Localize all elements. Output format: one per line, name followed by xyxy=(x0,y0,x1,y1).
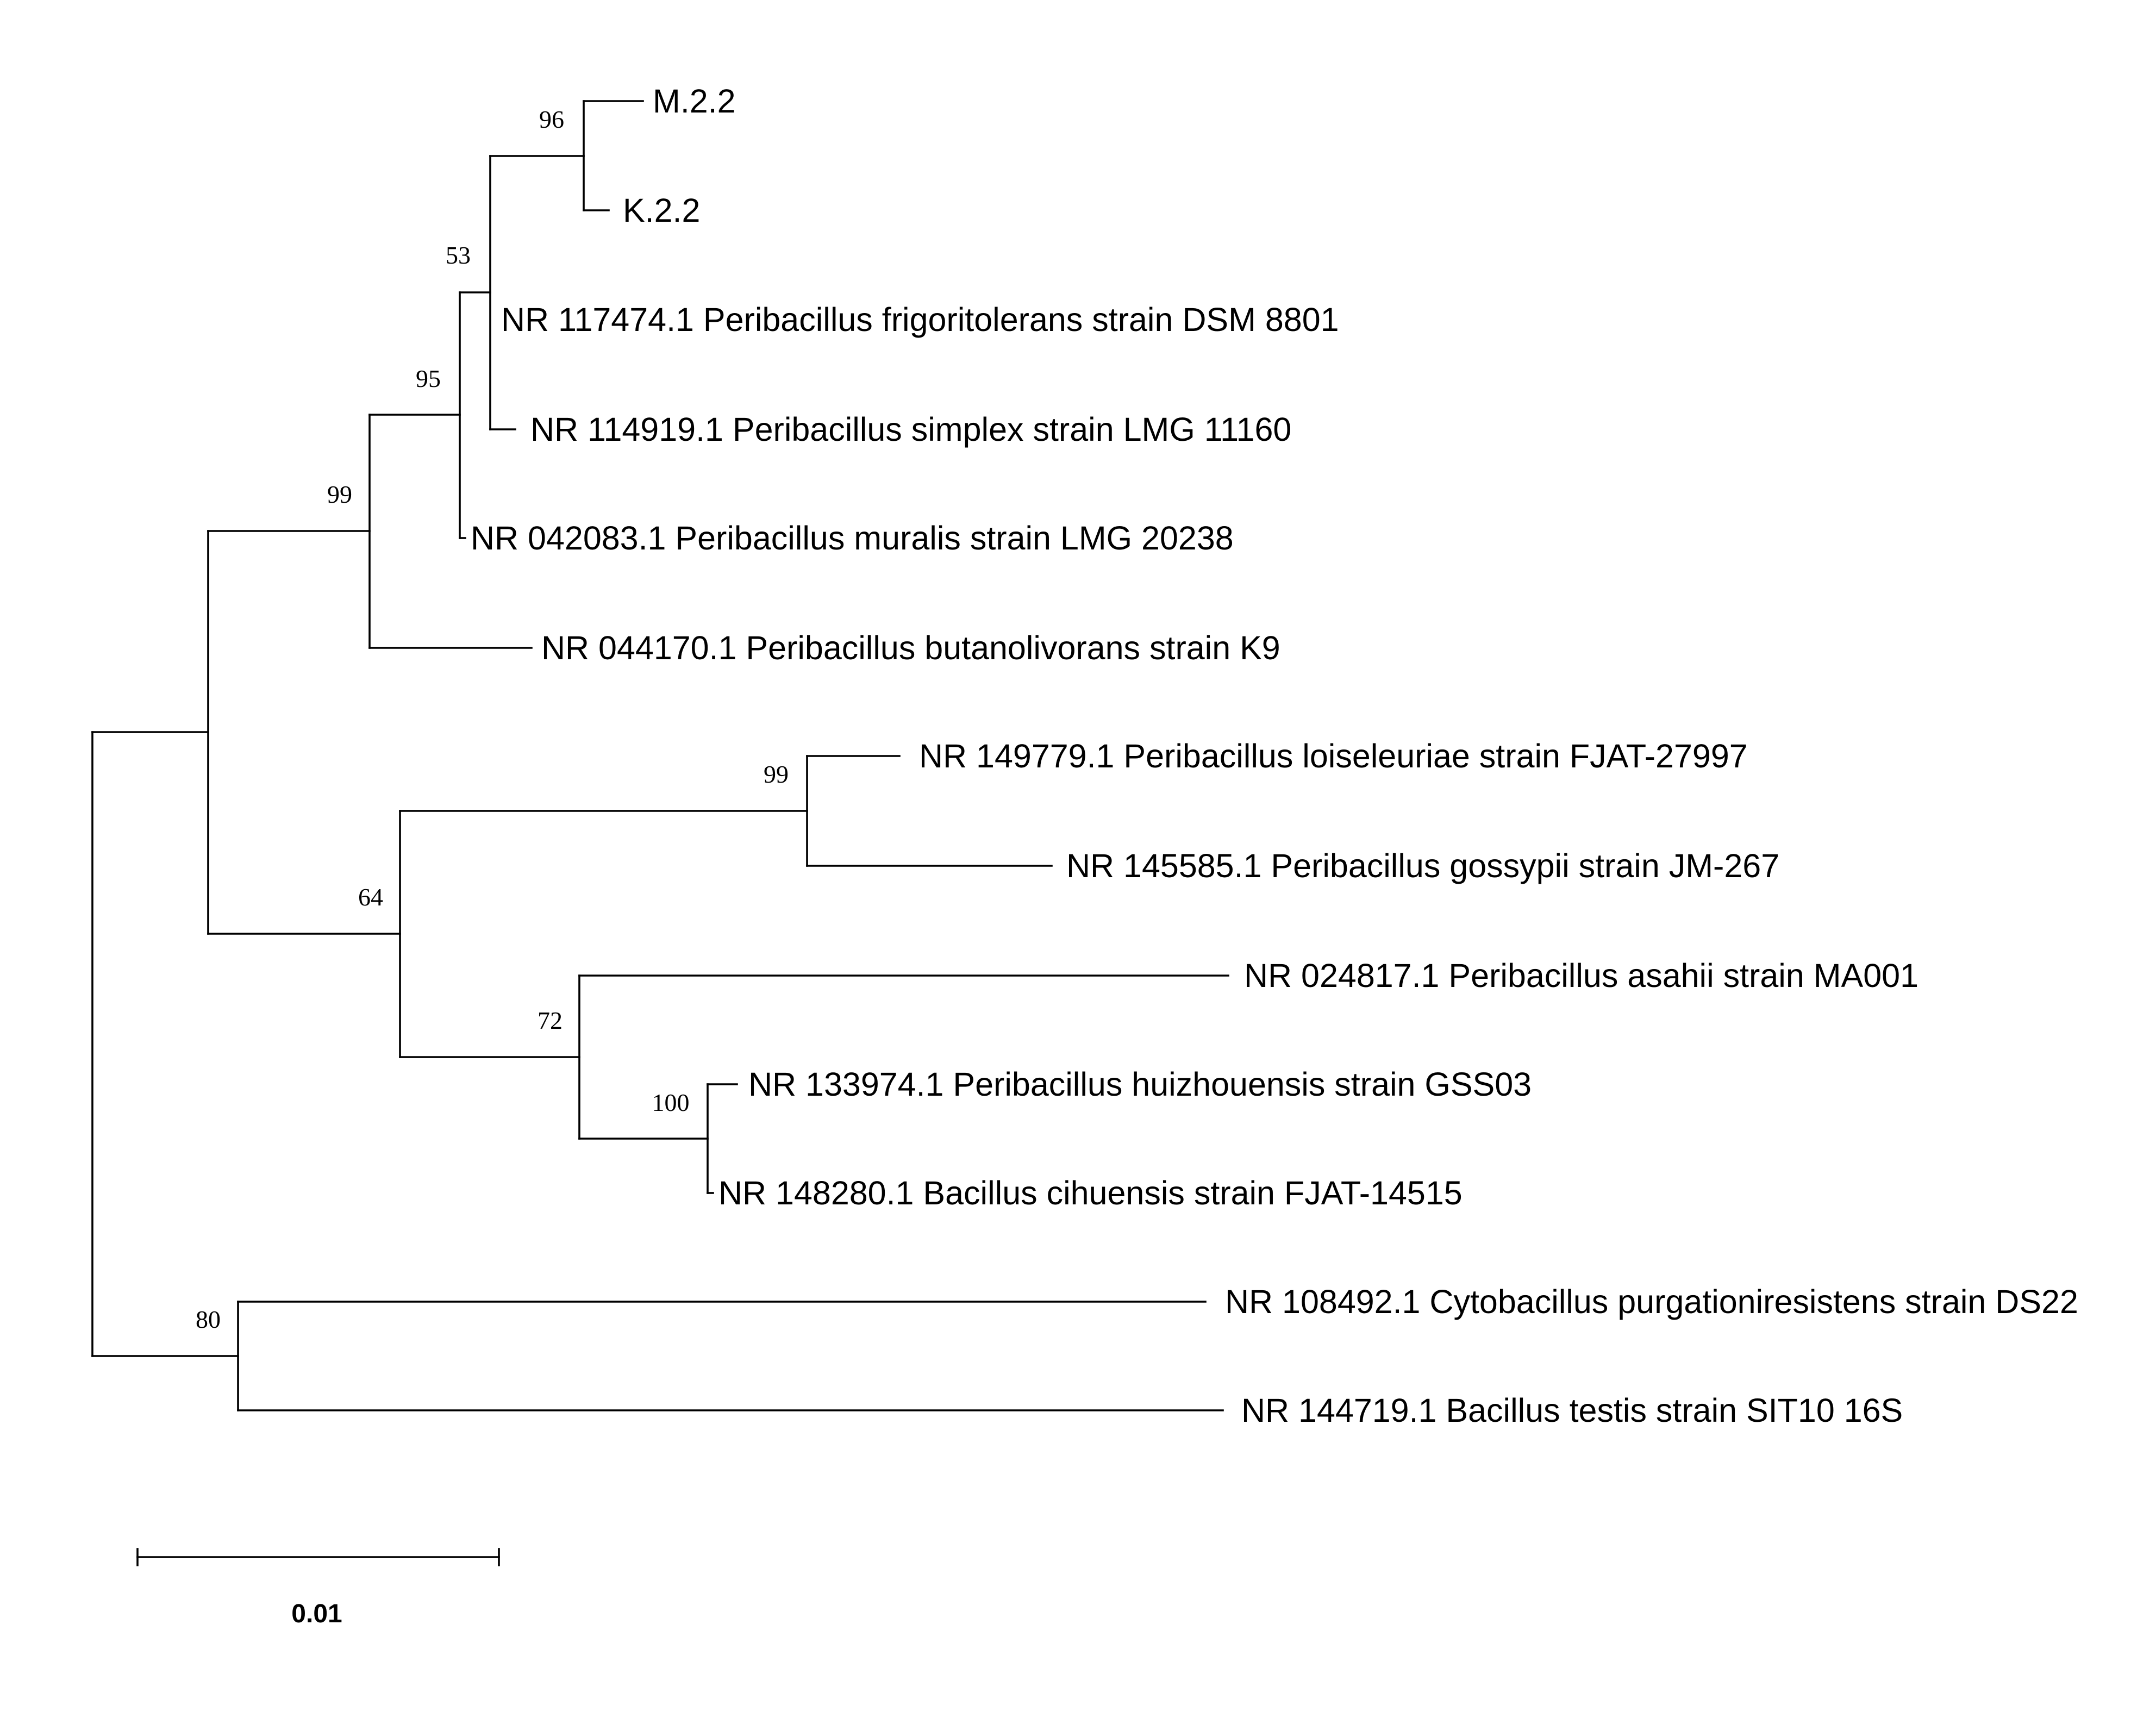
leaf-label-asahii: NR 024817.1 Peribacillus asahii strain M… xyxy=(1244,957,1918,994)
leaf-label-huizhouensis: NR 133974.1 Peribacillus huizhouensis st… xyxy=(748,1066,1532,1103)
bootstrap-value-80: 80 xyxy=(196,1305,221,1333)
leaf-label-k22: K.2.2 xyxy=(623,192,700,229)
bootstrap-value-72: 72 xyxy=(538,1007,563,1034)
bootstrap-value-64: 64 xyxy=(358,883,383,911)
bootstrap-value-53: 53 xyxy=(446,241,471,269)
leaf-label-cihuensis: NR 148280.1 Bacillus cihuensis strain FJ… xyxy=(718,1174,1463,1211)
bootstrap-value-99-lower: 99 xyxy=(764,760,789,788)
scale-bar: 0.01 xyxy=(136,1548,500,1628)
leaf-label-gossypii: NR 145585.1 Peribacillus gossypii strain… xyxy=(1066,847,1779,884)
bootstrap-value-100: 100 xyxy=(652,1089,690,1116)
leaf-label-testis: NR 144719.1 Bacillus testis strain SIT10… xyxy=(1241,1392,1903,1429)
bootstrap-value-96: 96 xyxy=(539,105,564,133)
leaf-label-muralis: NR 042083.1 Peribacillus muralis strain … xyxy=(471,520,1234,557)
leaf-label-m22: M.2.2 xyxy=(653,83,736,120)
leaf-label-simplex: NR 114919.1 Peribacillus simplex strain … xyxy=(530,411,1291,448)
leaf-label-butanolivorans: NR 044170.1 Peribacillus butanolivorans … xyxy=(541,629,1280,666)
scale-bar-label: 0.01 xyxy=(291,1599,342,1628)
bootstrap-value-95: 95 xyxy=(416,365,441,392)
leaf-label-frigoritolerans: NR 117474.1 Peribacillus frigoritolerans… xyxy=(501,301,1339,338)
bootstrap-value-99-upper: 99 xyxy=(327,480,352,508)
leaf-label-loiseleuriae: NR 149779.1 Peribacillus loiseleuriae st… xyxy=(919,738,1748,774)
leaf-label-cytobacillus: NR 108492.1 Cytobacillus purgationiresis… xyxy=(1225,1283,2078,1320)
